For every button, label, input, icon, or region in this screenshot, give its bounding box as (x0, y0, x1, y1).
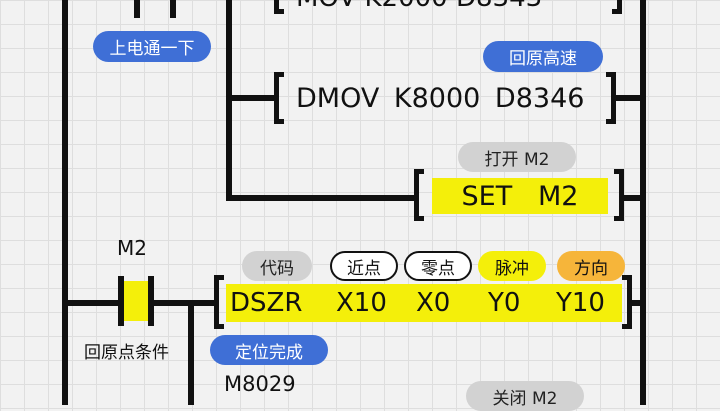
row1-bracket-left (274, 0, 284, 14)
row3-wire-right (622, 195, 646, 201)
row4-wire-right (630, 300, 646, 306)
row3-wire-left (226, 195, 418, 201)
tag-home-high-speed: 回原高速 (483, 41, 603, 72)
dszr-bracket-left (214, 275, 224, 329)
m2-contact-left-bar (118, 276, 124, 326)
tag-positioning-done: 定位完成 (210, 335, 328, 365)
row2-bracket-right (606, 72, 616, 124)
dszr-op-code: DSZR (230, 288, 303, 318)
row2-bracket-left (274, 72, 284, 124)
dszr-pulse-operand: Y0 (488, 288, 521, 318)
tag-code: 代码 (242, 251, 312, 281)
done-flag-name: M8029 (224, 372, 296, 396)
row4-wire-mid (148, 300, 218, 306)
right-power-rail (640, 0, 646, 405)
tag-near-point: 近点 (330, 251, 398, 281)
branch-wire-lower (188, 300, 194, 405)
dszr-direction-operand: Y10 (556, 288, 605, 318)
top-contact-right-bar (170, 0, 176, 18)
left-power-rail (62, 0, 68, 405)
m2-contact-name: M2 (117, 236, 147, 260)
tag-pulse: 脉冲 (478, 251, 546, 281)
dszr-highlight (226, 284, 622, 322)
row1-instruction: MOV K2000 D8343 (296, 0, 542, 13)
row1-bracket-right (612, 0, 622, 14)
m2-contact-highlight (124, 281, 148, 321)
dszr-zero-point-operand: X0 (416, 288, 451, 318)
row2-wire-left (226, 95, 278, 101)
row4-wire-left (62, 300, 120, 306)
tag-direction: 方向 (557, 251, 625, 281)
row3-bracket-left (414, 169, 424, 221)
row3-instruction: SET M2 (432, 178, 608, 214)
tag-power-on-pulse: 上电通一下 (93, 31, 211, 62)
row2-wire-right (616, 95, 646, 101)
top-contact-left-bar (134, 0, 140, 18)
m2-contact-caption: 回原点条件 (84, 343, 169, 363)
tag-close-m2: 关闭 M2 (466, 381, 584, 411)
row2-instruction: DMOV K8000 D8346 (296, 82, 585, 114)
row3-bracket-right (614, 169, 624, 221)
dszr-near-point-operand: X10 (336, 288, 387, 318)
dszr-bracket-right (622, 275, 632, 329)
tag-zero-point: 零点 (404, 251, 472, 281)
tag-open-m2: 打开 M2 (458, 142, 576, 172)
